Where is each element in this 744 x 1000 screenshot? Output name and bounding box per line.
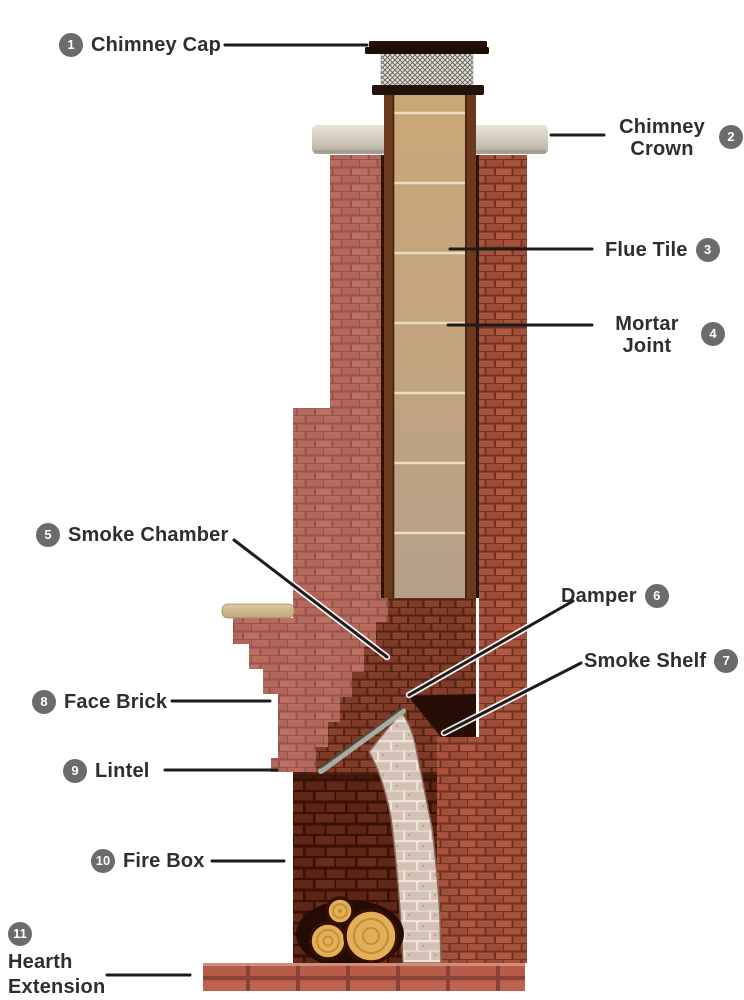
log-large xyxy=(343,908,399,964)
brick-right-lower xyxy=(437,737,527,963)
label-number-badge: 2 xyxy=(719,125,743,149)
label-text: Fire Box xyxy=(123,850,205,872)
label-number-badge: 5 xyxy=(36,523,60,547)
flue-tile xyxy=(384,88,476,600)
hearth-extension xyxy=(203,963,525,991)
chimney-cap xyxy=(365,41,489,95)
mortar-joints xyxy=(394,111,465,535)
label-fire-box: 10 Fire Box xyxy=(91,849,205,873)
label-text: Smoke Chamber xyxy=(68,524,229,546)
label-text: Hearth Extension xyxy=(8,951,106,998)
leader-smoke-chamber xyxy=(232,538,389,659)
brick-column-left xyxy=(233,155,388,772)
label-number-badge: 7 xyxy=(714,649,739,673)
label-chimney-cap: 1 Chimney Cap xyxy=(59,33,221,57)
label-number-badge: 8 xyxy=(32,690,56,714)
label-hearth-extension: 11 Hearth Extension xyxy=(8,922,120,1000)
damper-plate xyxy=(318,708,406,774)
label-number-badge: 10 xyxy=(91,849,115,873)
label-number-badge: 4 xyxy=(701,322,725,346)
label-text: Mortar Joint xyxy=(615,313,679,357)
face-brick-wall xyxy=(233,408,388,772)
label-chimney-crown: Chimney Crown 2 xyxy=(613,116,743,160)
flue-right-seam xyxy=(476,155,479,598)
label-text: Damper xyxy=(561,585,637,607)
firebox-back-stone xyxy=(318,706,442,964)
label-lintel: 9 Lintel xyxy=(63,759,150,783)
firewood-logs xyxy=(296,896,404,968)
label-text: Face Brick xyxy=(64,691,168,713)
label-text: Flue Tile xyxy=(605,239,688,261)
log-small xyxy=(325,896,355,926)
leader-smoke-shelf xyxy=(442,661,583,735)
label-mortar-joint: Mortar Joint 4 xyxy=(601,313,725,357)
label-damper: Damper 6 xyxy=(561,584,669,608)
mantel-shelf xyxy=(221,603,295,619)
label-flue-tile: Flue Tile 3 xyxy=(605,238,720,262)
label-number-badge: 1 xyxy=(59,33,83,57)
label-face-brick: 8 Face Brick xyxy=(32,690,167,714)
leader-damper xyxy=(407,599,575,697)
label-smoke-shelf: Smoke Shelf 7 xyxy=(584,649,739,673)
label-text: Lintel xyxy=(95,760,150,782)
label-text: Smoke Shelf xyxy=(584,650,707,672)
label-number-badge: 11 xyxy=(8,922,32,946)
label-smoke-chamber: 5 Smoke Chamber xyxy=(36,523,228,547)
label-text: Chimney Crown xyxy=(619,116,705,160)
log-medium xyxy=(308,921,348,961)
label-number-badge: 9 xyxy=(63,759,87,783)
flue-left-seam xyxy=(381,155,384,598)
label-number-badge: 3 xyxy=(695,238,720,262)
label-text: Chimney Cap xyxy=(91,34,222,56)
leader-lines xyxy=(105,43,606,977)
cap-mesh-screen xyxy=(380,52,474,89)
label-number-badge: 6 xyxy=(644,584,669,608)
